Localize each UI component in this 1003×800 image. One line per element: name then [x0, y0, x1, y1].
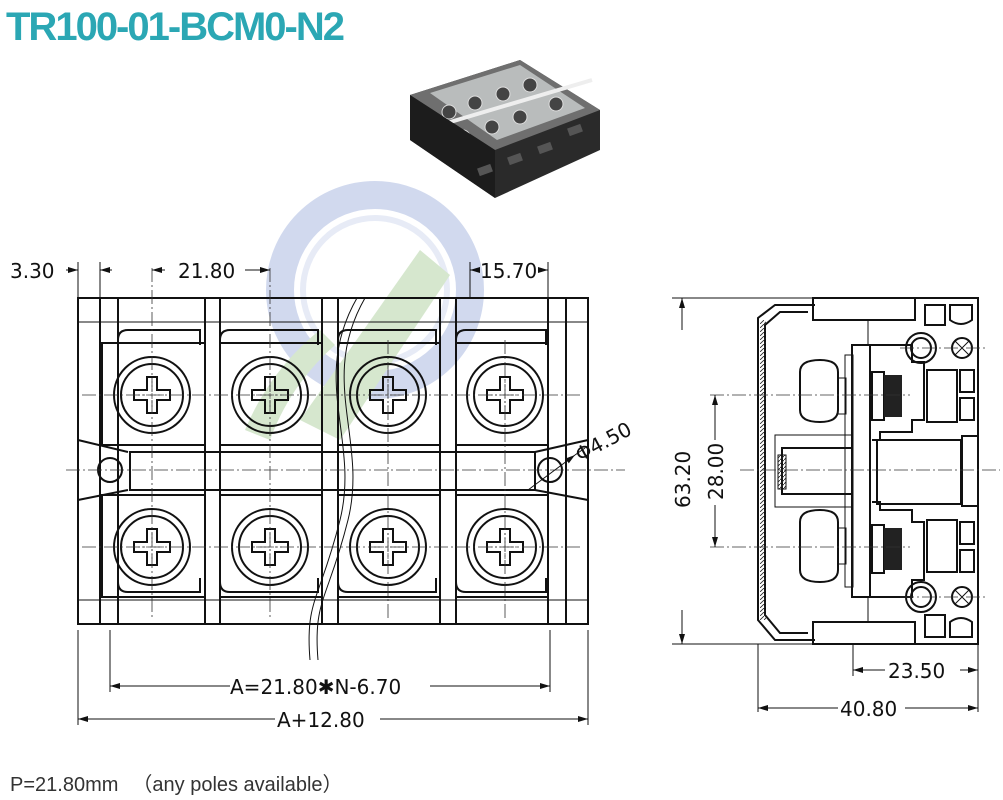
dim-screw-spacing: 28.00 — [704, 443, 728, 500]
part-number-title: TR100-01-BCM0-N2 — [6, 5, 345, 49]
dim-overall-depth: 40.80 — [840, 697, 897, 721]
dim-hole-spacing: A=21.80✱N-6.70 — [230, 675, 401, 699]
product-photo — [410, 60, 600, 198]
dim-edge-offset: 3.30 — [10, 259, 55, 283]
dim-overall-length: A+12.80 — [277, 708, 365, 732]
dim-base-to-rail: 23.50 — [888, 659, 945, 683]
dim-end-width: 15.70 — [480, 259, 537, 283]
dim-pitch: 21.80 — [178, 259, 235, 283]
side-view: 63.20 28.00 23.50 40.80 — [671, 297, 1000, 721]
pitch-footnote: P=21.80mm （any poles available） — [10, 768, 343, 797]
pitch-value: P=21.80mm — [10, 774, 119, 796]
poles-note: （any poles available） — [132, 774, 343, 796]
front-view: 3.30 21.80 15.70 Φ4.50 A=21.80✱N-6.70 A+… — [10, 259, 636, 732]
dim-overall-height: 63.20 — [671, 451, 695, 508]
dim-mounting-hole: Φ4.50 — [571, 417, 635, 466]
